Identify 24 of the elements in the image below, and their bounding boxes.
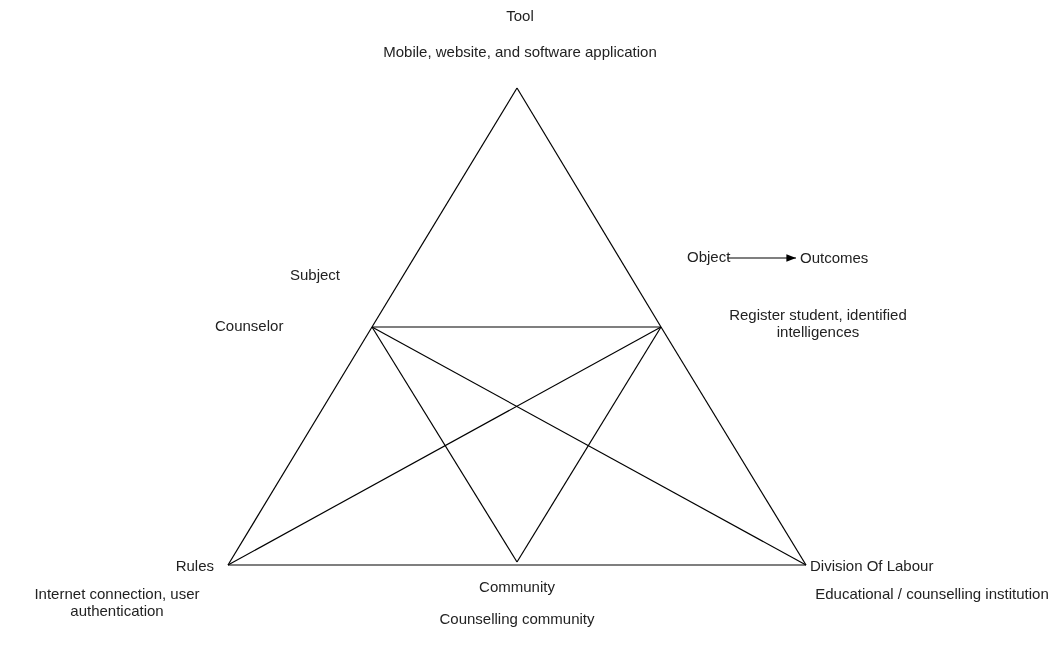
vertex-heading: Rules <box>175 557 214 574</box>
vertex-heading: Subject <box>290 266 341 283</box>
vertex-heading: Community <box>478 578 556 595</box>
connector-line <box>227 326 662 566</box>
vertex-description: Counselor <box>215 317 284 334</box>
vertex-description: Register student, identified intelligences <box>728 306 908 340</box>
vertex-description: Mobile, website, and software application <box>382 43 658 60</box>
connector-line <box>227 564 807 566</box>
vertex-description: Educational / counselling institution <box>814 585 1050 602</box>
connector-line <box>660 326 807 566</box>
vertex-heading: Object <box>687 248 731 265</box>
connector-line <box>516 326 662 563</box>
vertex-description: Counselling community <box>438 610 596 627</box>
connector-line <box>371 87 518 328</box>
outcome-label: Outcomes <box>800 246 869 270</box>
arrow <box>726 254 797 262</box>
vertex-description: Internet connection, user authentication <box>33 585 201 619</box>
connector-line <box>371 326 518 563</box>
connector-line <box>227 326 373 566</box>
vertex-heading: Tool <box>505 7 535 24</box>
connector-line <box>371 326 662 328</box>
vertex-heading: Division Of Labour <box>810 557 934 574</box>
connector-line <box>516 87 662 328</box>
connector-line <box>371 326 807 566</box>
